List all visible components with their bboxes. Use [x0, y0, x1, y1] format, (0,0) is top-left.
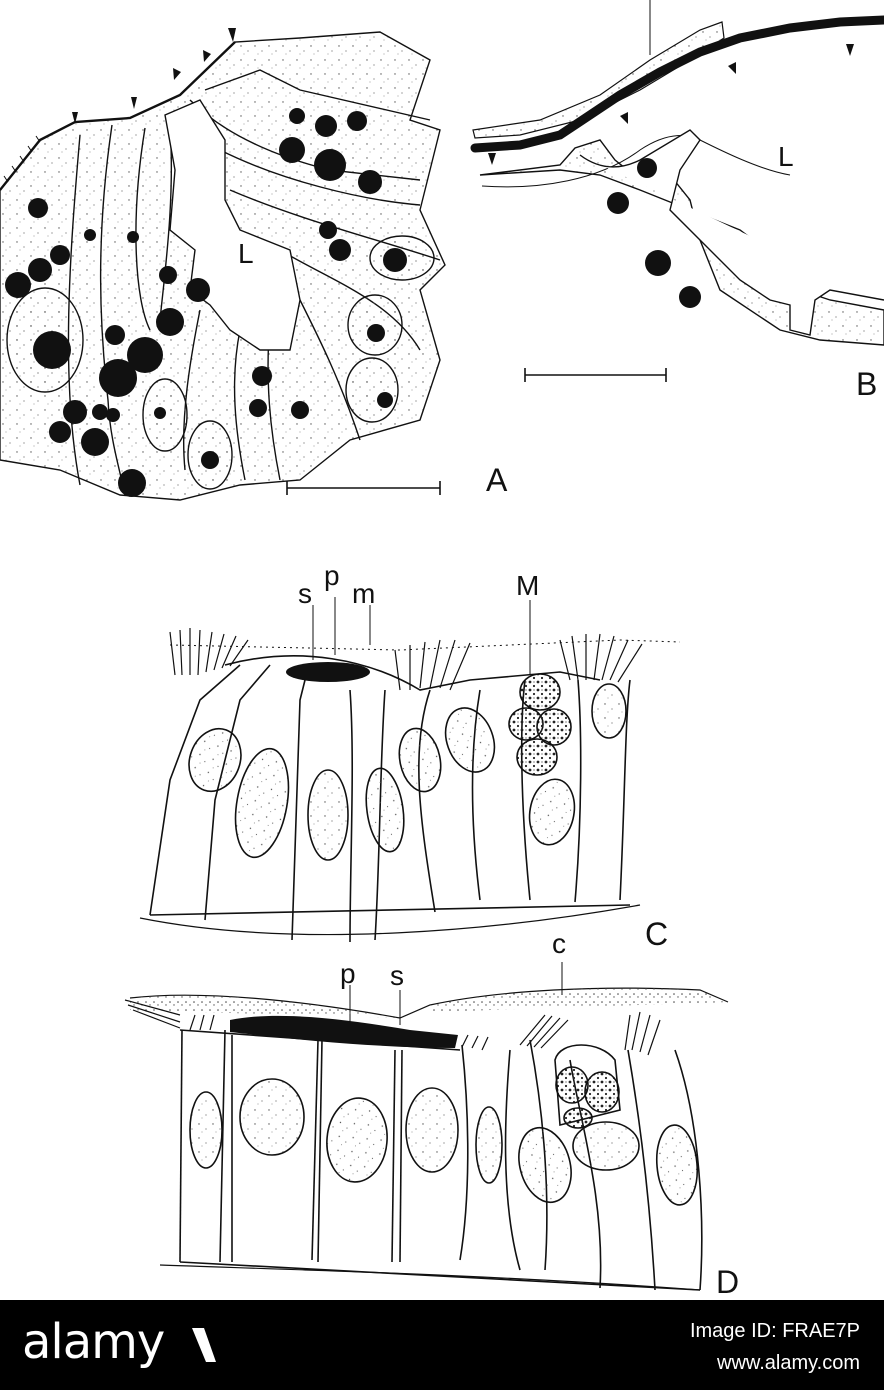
- panel-a-scale-bar: [286, 481, 441, 495]
- panel-b-granules: [607, 158, 701, 308]
- panel-d-drawing: [129, 962, 729, 1291]
- panel-d-stipple: [130, 988, 728, 1018]
- panel-c-plate: [286, 662, 370, 682]
- panel-b-drawing: [470, 0, 884, 346]
- panel-c-label-s: s: [298, 578, 312, 609]
- watermark-image-id: Image ID: FRAE7P: [689, 1320, 860, 1342]
- panel-d-label-p: p: [340, 958, 356, 989]
- panel-d-label-c: c: [552, 928, 566, 959]
- panel-d-letter: D: [716, 1264, 740, 1300]
- panel-a-lumen-label: L: [238, 238, 254, 269]
- panel-c-label-m: m: [352, 578, 376, 609]
- panel-b-scale-bar: [524, 368, 667, 382]
- panel-b-letter: B: [856, 366, 878, 402]
- panel-c-cilia: [169, 628, 643, 691]
- panel-c-label-M: M: [516, 570, 540, 601]
- alamy-logo-icon: [192, 1328, 216, 1362]
- panel-a-arrowheads: [72, 28, 236, 124]
- panel-a-letter: A: [486, 462, 508, 498]
- histology-figure: [0, 0, 884, 1291]
- panel-a-granules: [5, 108, 407, 497]
- panel-d-plate: [230, 1015, 458, 1048]
- panel-d-cilia: [124, 999, 661, 1056]
- panel-c-drawing: [139, 597, 681, 943]
- panel-c-letter: C: [645, 916, 669, 952]
- panel-d-label-s: s: [390, 960, 404, 991]
- panel-c-label-p: p: [324, 560, 340, 591]
- watermark-site: www.alamy.com: [717, 1352, 860, 1374]
- watermark-brand: alamy: [22, 1314, 165, 1370]
- panel-b-arrowheads: [488, 44, 854, 165]
- watermark-bar: alamy Image ID: FRAE7P www.alamy.com: [0, 1300, 884, 1390]
- panel-b-lumen-label: L: [778, 141, 794, 172]
